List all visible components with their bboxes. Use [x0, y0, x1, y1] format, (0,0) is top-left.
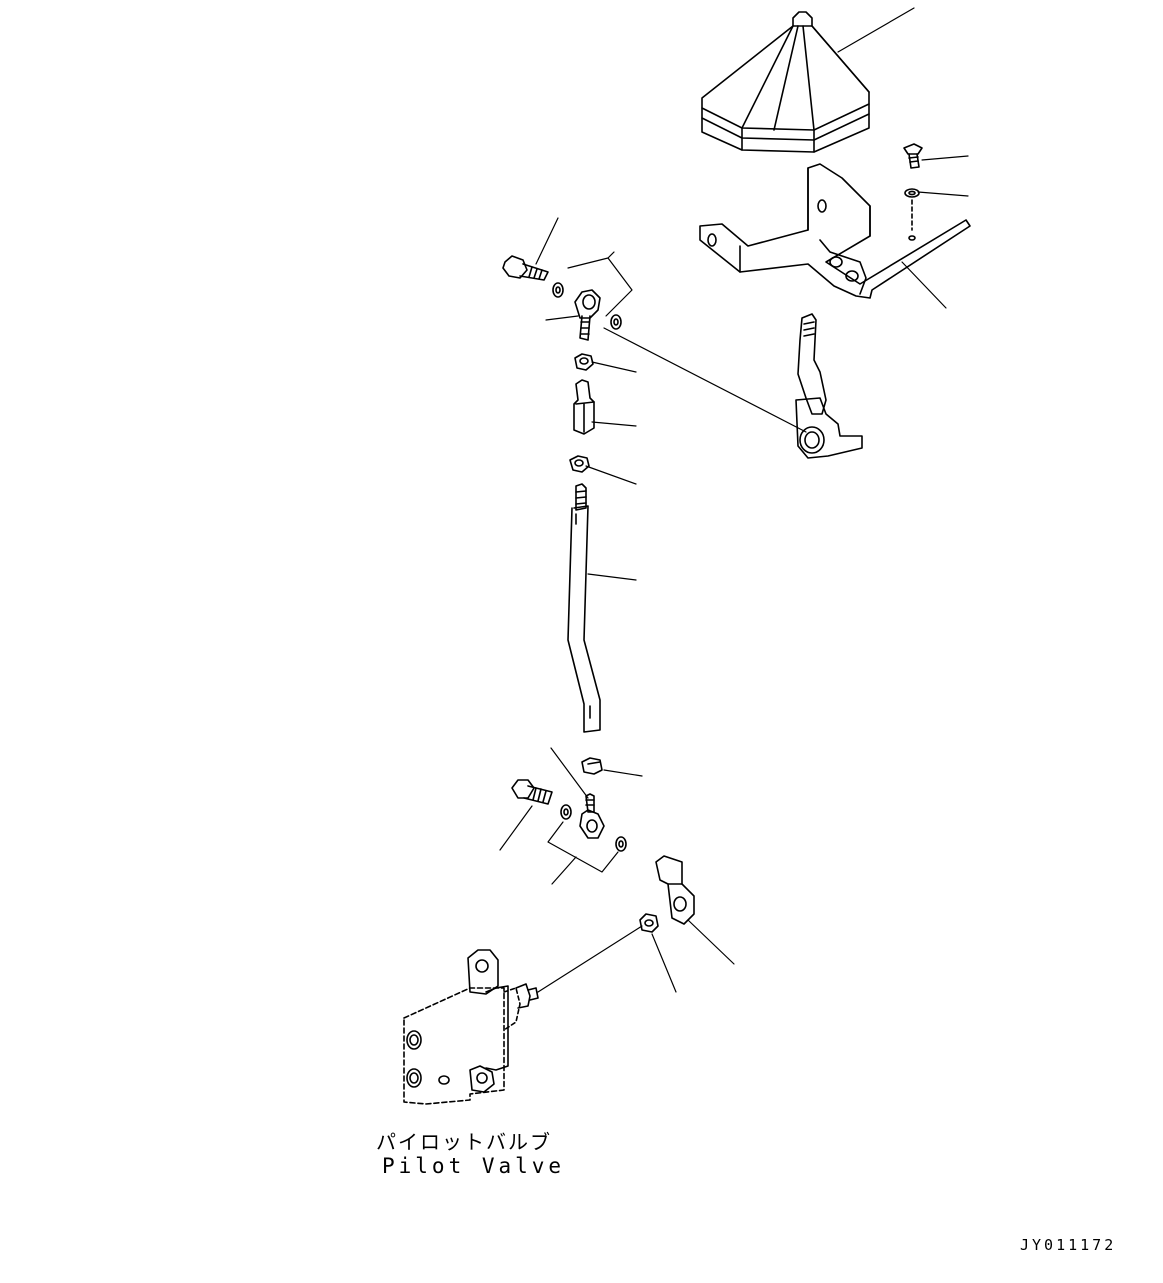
nut-2 [569, 455, 590, 473]
rubber-boot [701, 11, 870, 153]
screw-top-right [903, 143, 923, 231]
washer-upper-2 [610, 314, 622, 330]
nut-1 [574, 353, 594, 371]
lever-bracket-lower [655, 855, 695, 925]
adjuster [573, 379, 595, 435]
bolt-upper [502, 255, 549, 281]
rod [567, 483, 601, 733]
bracket [699, 163, 971, 299]
washer-upper-1 [552, 282, 564, 298]
control-lever [795, 313, 863, 459]
leader-lines [499, 7, 969, 993]
rod-end-upper [574, 289, 601, 341]
pilot-valve [403, 949, 539, 1105]
drawing-id: JY011172 [1020, 1236, 1117, 1254]
pilot-valve-label-jp: パイロットバルブ [376, 1130, 552, 1154]
washer-lower-2 [615, 836, 627, 852]
nut-lower [639, 913, 659, 933]
rod-end-lower [579, 793, 605, 839]
pilot-valve-label-en: Pilot Valve [382, 1154, 566, 1178]
bolt-lower [511, 779, 553, 805]
nut-3 [581, 757, 603, 775]
washer-lower-1 [560, 804, 572, 820]
